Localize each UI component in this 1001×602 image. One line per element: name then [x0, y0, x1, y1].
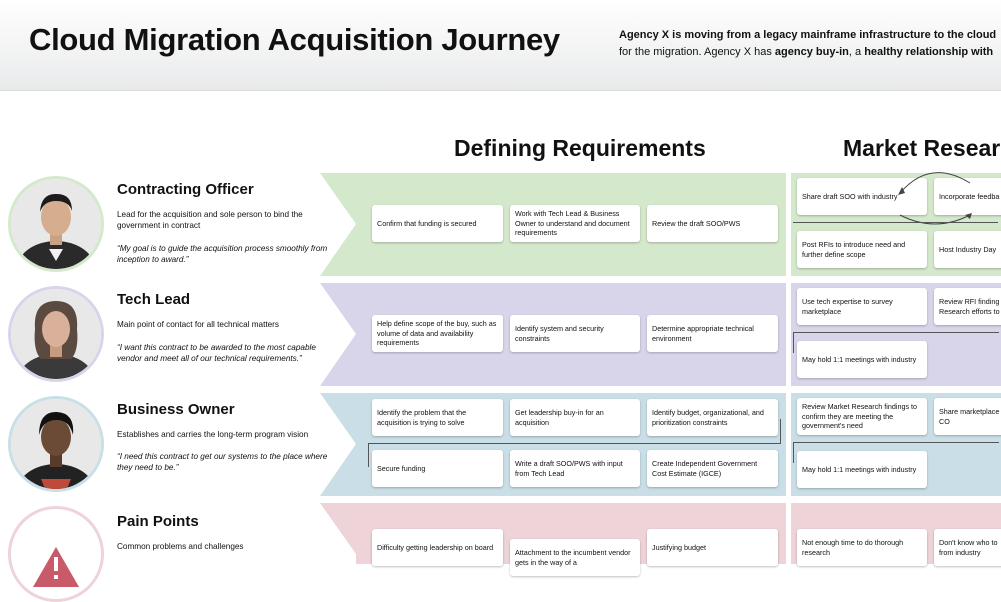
lane-pain-points: Pain Points Common problems and challeng… [0, 503, 1001, 602]
task-card: May hold 1:1 meetings with industry [797, 451, 927, 488]
connector-line [368, 443, 369, 467]
desc-line2-b: agency buy-in [774, 46, 849, 58]
role-description: Common problems and challenges [117, 542, 244, 551]
header: Cloud Migration Acquisition Journey Agen… [0, 0, 1001, 91]
task-card: May hold 1:1 meetings with industry [797, 341, 927, 378]
avatar [8, 176, 104, 272]
role-title: Business Owner [117, 401, 235, 418]
task-card: Get leadership buy-in for an acquisition [510, 399, 640, 436]
desc-line2-d: healthy relationship with [864, 46, 994, 58]
connector-line [793, 332, 999, 353]
task-card: Identify budget, organizational, and pri… [647, 399, 778, 436]
task-card: Determine appropriate technical environm… [647, 315, 778, 352]
phase-defining-requirements: Defining Requirements [454, 135, 706, 161]
connector-line [793, 222, 998, 223]
avatar [8, 286, 104, 382]
task-card: Review RFI finding Research efforts to [934, 288, 1001, 325]
role-description: Lead for the acquisition and sole person… [117, 210, 303, 230]
role-title: Pain Points [117, 513, 199, 530]
warning-icon [8, 506, 104, 602]
cycle-arrows [898, 172, 972, 225]
lane-contracting-officer: Contracting Officer Lead for the acquisi… [0, 172, 1001, 276]
pain-point-card: Not enough time to do thorough research [797, 529, 927, 566]
task-card: Create Independent Government Cost Estim… [647, 450, 778, 487]
avatar [8, 396, 104, 492]
role-description: Establishes and carries the long-term pr… [117, 430, 309, 439]
desc-line2-a: for the migration. Agency X has [619, 46, 775, 58]
task-card: Secure funding [372, 450, 503, 487]
task-card: Identify system and security constraints [510, 315, 640, 352]
connector-line [368, 419, 781, 444]
role-description: Main point of contact for all technical … [117, 320, 280, 329]
task-card: Write a draft SOO/PWS with input from Te… [510, 450, 640, 487]
role-quote: “I want this contract to be awarded to t… [117, 343, 316, 363]
task-card: Confirm that funding is secured [372, 205, 503, 242]
pain-point-card: Attachment to the incumbent vendor gets … [510, 539, 640, 576]
task-card: Host Industry Day [934, 231, 1001, 268]
pain-point-card: Difficulty getting leadership on board [372, 529, 503, 566]
connector-line [793, 442, 999, 463]
phase-market-research: Market Researc [843, 135, 1001, 161]
page-title: Cloud Migration Acquisition Journey [29, 22, 560, 57]
task-card: Post RFIs to introduce need and further … [797, 231, 927, 268]
task-card: Use tech expertise to survey marketplace [797, 288, 927, 325]
task-card: Review the draft SOO/PWS [647, 205, 778, 242]
desc-line2-c: , a [848, 46, 865, 58]
task-card: Share marketplace CO [934, 398, 1001, 435]
task-card: Incorporate feedba [934, 178, 1001, 215]
task-card: Review Market Research findings to confi… [797, 398, 927, 435]
role-quote: “My goal is to guide the acquisition pro… [117, 244, 328, 264]
desc-line1: Agency X is moving from a legacy mainfra… [619, 29, 997, 41]
task-card: Work with Tech Lead & Business Owner to … [510, 205, 640, 242]
pain-point-card: Don't know who to from industry [934, 529, 1001, 566]
lane-tech-lead: Tech Lead Main point of contact for all … [0, 283, 1001, 386]
task-card: Share draft SOO with industry [797, 178, 927, 215]
role-title: Tech Lead [117, 291, 191, 308]
role-quote: “I need this contract to get our systems… [117, 452, 328, 472]
task-card: Help define scope of the buy, such as vo… [372, 315, 503, 352]
pain-point-card: Justifying budget [647, 529, 778, 566]
lane-business-owner: Business Owner Establishes and carries t… [0, 393, 1001, 496]
task-card: Identify the problem that the acquisitio… [372, 399, 503, 436]
role-title: Contracting Officer [117, 181, 254, 198]
header-description: Agency X is moving from a legacy mainfra… [619, 27, 996, 61]
